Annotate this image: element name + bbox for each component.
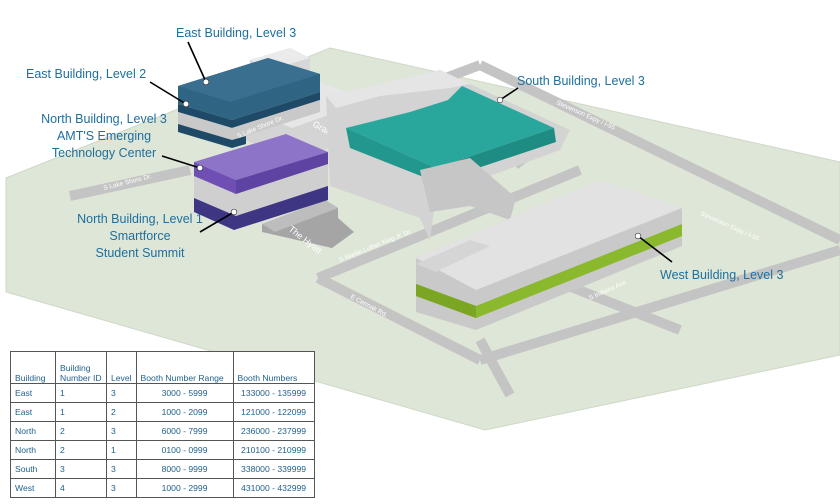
cell-building-id: 3: [55, 459, 107, 479]
south-building: [326, 70, 570, 240]
west-building-level-3-label: West Building, Level 3: [660, 268, 784, 282]
east-building-level-3-label: East Building, Level 3: [176, 26, 297, 40]
cell-building: East: [10, 402, 56, 422]
cell-building: South: [10, 459, 56, 479]
cell-building-id: 4: [55, 478, 107, 498]
cell-building-id: 1: [55, 402, 107, 422]
south-building-level-3-label: South Building, Level 3: [517, 74, 645, 88]
east-building-level-2-label: East Building, Level 2: [26, 67, 147, 81]
cell-building-id: 2: [55, 421, 107, 441]
north-level-1-marker: [230, 208, 238, 216]
cermak-road: [315, 273, 483, 365]
lake-shore-road-west: [68, 165, 192, 201]
header-building: Building: [10, 351, 56, 384]
north-building-level-3-label: North Building, Level 3 AMT'S Emerging T…: [40, 111, 168, 162]
cell-building-id: 1: [55, 383, 107, 403]
hyatt-building: The Hyatt: [262, 200, 354, 256]
south-level-3-roof: [346, 86, 554, 168]
callout-leaders: [149, 41, 673, 263]
cell-level: 1: [106, 440, 137, 460]
cell-level: 3: [106, 478, 137, 498]
header-level: Level: [106, 351, 137, 384]
west-level-3-marker: [634, 232, 642, 240]
south-level-3-marker: [496, 96, 504, 104]
cell-level: 3: [106, 459, 137, 479]
header-building-number-id: Building Number ID: [55, 351, 107, 384]
stevenson-expressway: [477, 60, 840, 245]
cell-level: 3: [106, 421, 137, 441]
north-level-1-line-3: Student Summit: [95, 246, 185, 260]
cermak-road-east: [478, 245, 840, 365]
header-booth-number-range: Booth Number Range: [135, 351, 234, 384]
north-level-3-line-1: North Building, Level 3: [41, 112, 167, 126]
cell-range: 6000 - 7999: [135, 421, 234, 441]
cell-building-id: 2: [55, 440, 107, 460]
cell-level: 2: [106, 402, 137, 422]
table-row: East 1 3 3000 - 5999 133000 - 135999: [10, 383, 315, 403]
east-level-2-marker: [182, 100, 190, 108]
cell-booth-numbers: 431000 - 432999: [232, 478, 315, 498]
north-building-level-1-label: North Building, Level 1 Smartforce Stude…: [76, 211, 204, 262]
east-building: [178, 48, 320, 148]
east-level-3-marker: [202, 78, 210, 86]
north-level-3-line-3: Technology Center: [51, 146, 157, 160]
north-south-road: [475, 337, 515, 398]
cell-range: 1000 - 2999: [135, 478, 234, 498]
north-level-1-band: [194, 186, 328, 230]
cell-level: 3: [106, 383, 137, 403]
north-level-1-line-2: Smartforce: [109, 229, 171, 243]
cell-range: 1000 - 2099: [135, 402, 234, 422]
cell-building: North: [10, 440, 56, 460]
table-row: North 2 3 6000 - 7999 236000 - 237999: [10, 421, 315, 441]
table-row: South 3 3 8000 - 9999 338000 - 339999: [10, 459, 315, 479]
cell-range: 3000 - 5999: [135, 383, 234, 403]
cell-building: East: [10, 383, 56, 403]
north-level-1-line-1: North Building, Level 1: [77, 212, 203, 226]
table-row: East 1 2 1000 - 2099 121000 - 122099: [10, 402, 315, 422]
cell-booth-numbers: 210100 - 210999: [232, 440, 315, 460]
table-row: North 2 1 0100 - 0999 210100 - 210999: [10, 440, 315, 460]
east-level-2-band: [178, 92, 320, 128]
table-row: West 4 3 1000 - 2999 431000 - 432999: [10, 478, 315, 498]
cell-booth-numbers: 236000 - 237999: [232, 421, 315, 441]
header-booth-numbers: Booth Numbers: [232, 351, 315, 384]
cell-booth-numbers: 121000 - 122099: [232, 402, 315, 422]
cell-range: 8000 - 9999: [135, 459, 234, 479]
mlk-drive: [316, 165, 582, 283]
north-level-3-line-2: AMT'S Emerging: [56, 129, 152, 143]
north-building: [194, 134, 328, 230]
cell-booth-numbers: 338000 - 339999: [232, 459, 315, 479]
cell-building: West: [10, 478, 56, 498]
callout-dots: [182, 78, 642, 240]
booth-number-table: Building Building Number ID Level Booth …: [10, 351, 315, 498]
table-header-row: Building Building Number ID Level Booth …: [10, 351, 315, 384]
north-level-3-band: [194, 134, 328, 180]
cell-building: North: [10, 421, 56, 441]
north-level-3-marker: [196, 164, 204, 172]
west-building: [416, 180, 682, 330]
cell-booth-numbers: 133000 - 135999: [232, 383, 315, 403]
cell-range: 0100 - 0999: [135, 440, 234, 460]
